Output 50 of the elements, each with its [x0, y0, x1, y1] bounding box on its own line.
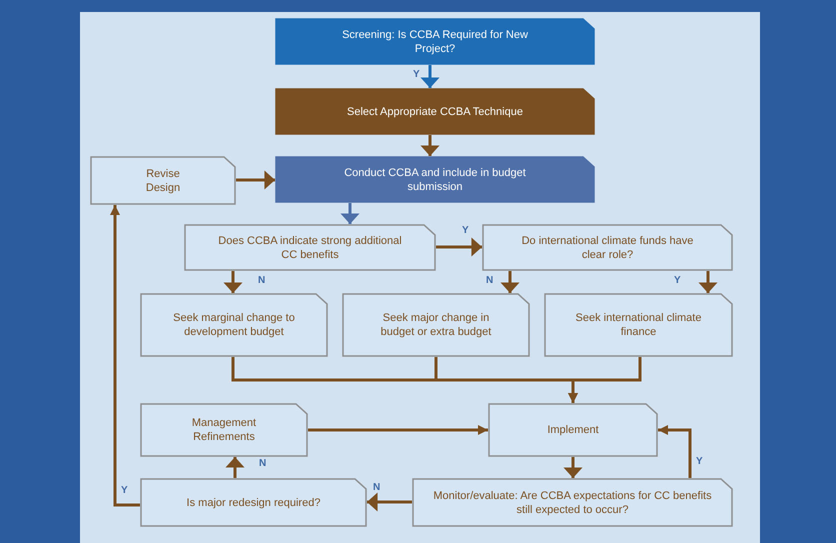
box-label: Do international climate funds have clear role?: [520, 234, 694, 262]
process-box: [184, 224, 436, 271]
chevron-arrow: [224, 271, 242, 293]
chevron-arrow: [226, 457, 244, 478]
arrow: [568, 357, 642, 403]
edge-label: Y: [121, 486, 128, 496]
process-box: [544, 293, 733, 357]
chevron-arrow: [564, 457, 582, 478]
edge-label: Y: [674, 276, 681, 286]
edge-label: Y: [462, 226, 469, 236]
chevron-arrow: [420, 135, 440, 156]
process-box: [140, 478, 367, 527]
box-label: Conduct CCBA and include in budget submission: [343, 166, 527, 194]
box-label: Seek major change in budget or extra budget: [380, 311, 492, 339]
box-label: Revise Design: [144, 166, 182, 194]
arrow: [110, 205, 140, 506]
process-box: [342, 293, 530, 357]
box-label: Select Appropriate CCBA Technique: [347, 104, 523, 118]
chevron-arrow: [500, 271, 520, 293]
box-label: Monitor/evaluate: Are CCBA expectations for CC benefits still expected to occur?: [432, 488, 712, 516]
process-box: [140, 403, 308, 457]
chevron-arrow: [436, 238, 482, 256]
arrow: [308, 425, 488, 435]
box-label: Seek marginal change to development budget: [172, 311, 296, 339]
edge-label: N: [258, 276, 266, 286]
process-box: [482, 224, 733, 271]
process-box: [90, 156, 236, 205]
box-label: Seek international climate finance: [574, 311, 702, 339]
edge-label: Y: [413, 70, 420, 80]
box-label: Screening: Is CCBA Required for New Project?: [341, 28, 529, 56]
chevron-arrow: [236, 170, 275, 190]
chevron-arrow: [420, 65, 440, 88]
chevron-arrow: [698, 271, 718, 293]
process-box: [412, 478, 733, 527]
box-label: Implement: [547, 423, 599, 437]
process-box: [275, 18, 595, 65]
chevron-arrow: [340, 203, 360, 224]
edge-label: N: [259, 459, 266, 469]
box-label: Management Refinements: [190, 416, 258, 444]
arrow: [658, 425, 692, 478]
chevron-arrow: [367, 492, 412, 512]
edge-label: N: [373, 483, 380, 493]
process-box: [140, 293, 328, 357]
process-box: [275, 88, 595, 135]
edge-label: Y: [696, 457, 703, 467]
box-label: Is major redesign required?: [186, 496, 320, 510]
process-box: [488, 403, 658, 457]
edge-label: N: [486, 276, 494, 286]
process-box: [275, 156, 595, 203]
box-label: Does CCBA indicate strong additional CC benefits: [217, 234, 403, 262]
